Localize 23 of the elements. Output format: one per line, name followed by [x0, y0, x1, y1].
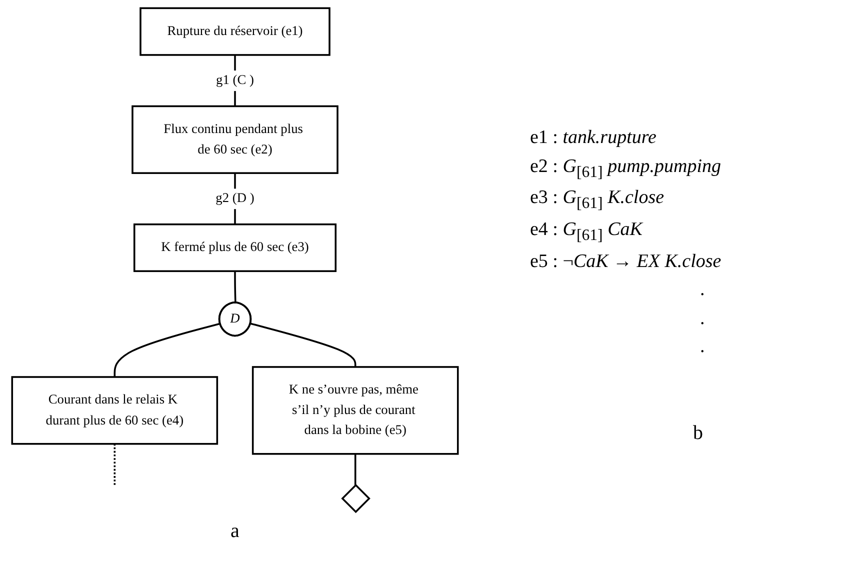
connector	[114, 444, 116, 486]
ellipsis-dot: .	[699, 278, 706, 302]
connector	[234, 271, 236, 303]
connector	[250, 322, 356, 367]
node-box: Flux continu pendant plus de 60 sec (e2)	[132, 105, 338, 174]
panel-caption: b	[692, 422, 704, 445]
node-box: K fermé plus de 60 sec (e3)	[133, 223, 337, 272]
ellipsis-dot: .	[699, 335, 706, 360]
node-box: Courant dans le relais K durant plus de 60 sec (e4)	[11, 376, 218, 445]
panel-caption: a	[230, 520, 240, 543]
formula-line: e3 : G$_{[61]}$ K.close	[530, 186, 666, 214]
ellipsis-dot: .	[699, 306, 706, 331]
node-box: K ne s’ouvre pas, même s’il n’y plus de courant dans la bobine (e5)	[252, 366, 459, 455]
connector	[114, 322, 220, 377]
node-diamond	[341, 484, 370, 514]
formula-line: e4 : G$_{[61]}$ CaK	[530, 218, 644, 246]
edge-label: g1 (C )	[216, 73, 254, 88]
formula-line: e1 : tank.rupture	[530, 126, 658, 150]
node-box: Rupture du réservoir (e1)	[140, 7, 330, 56]
formula-line: e5 : ¬CaK → EX K.close	[530, 250, 722, 274]
connector	[354, 454, 356, 486]
formula-line: e2 : G$_{[61]}$ pump.pumping	[530, 154, 722, 183]
edge-label: g2 (D )	[216, 191, 254, 206]
